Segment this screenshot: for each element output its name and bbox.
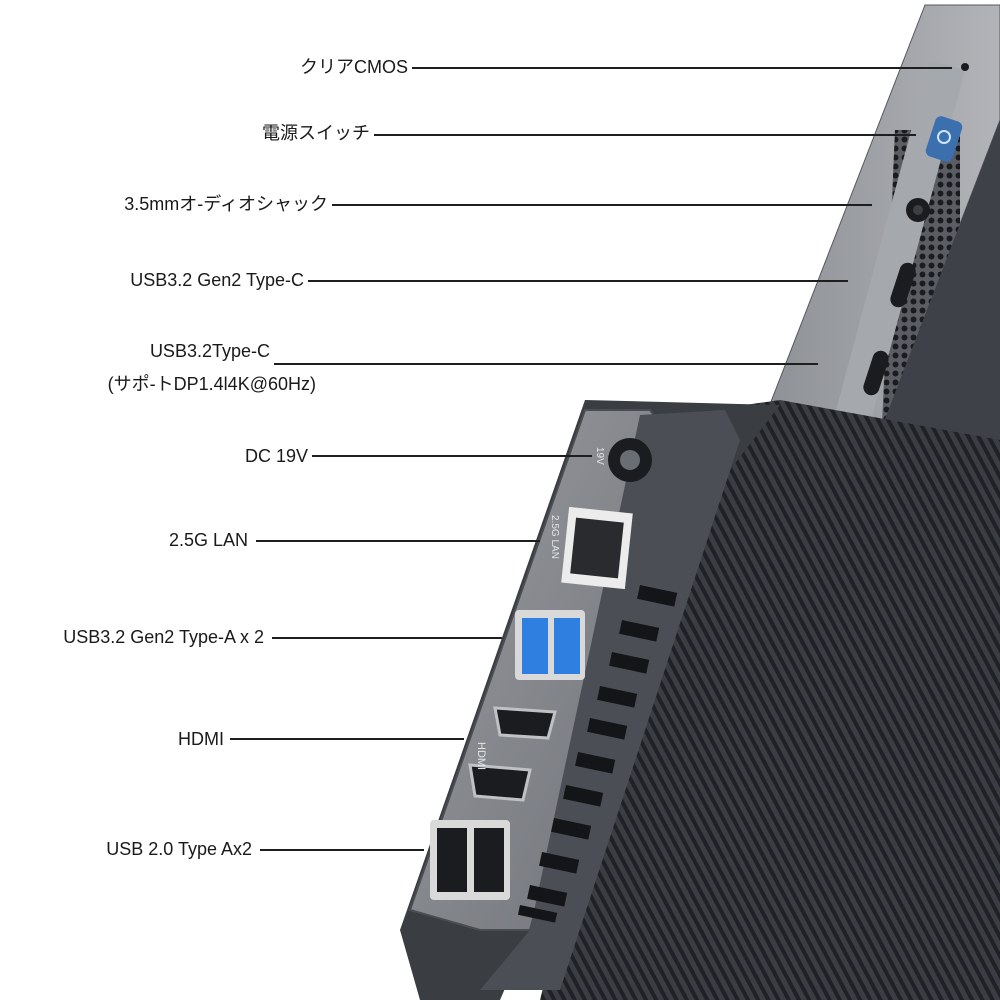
leader-power-switch (374, 134, 916, 136)
label-clear-cmos: クリアCMOS (300, 57, 408, 77)
label-usb32-typec-dp: (サポ-トDP1.4l4K@60Hz) (107, 374, 316, 394)
label-dc-19v: DC 19V (244, 446, 308, 466)
lan-marking: 2.5G LAN (549, 515, 560, 559)
clear-cmos-port (961, 63, 969, 71)
dc-19v-port (608, 438, 652, 482)
label-audio-jack: 3.5mmオ-ディオシャック (124, 194, 328, 214)
label-hdmi: HDMI (178, 729, 224, 749)
leader-dc-19v (312, 455, 592, 457)
leader-audio-jack (332, 204, 872, 206)
label-usb20-typea: USB 2.0 Type Ax2 (106, 839, 252, 859)
hdmi-ports (468, 706, 557, 802)
label-usb32-typec: USB3.2Type-C (149, 341, 270, 361)
leader-lan-25g (256, 540, 540, 542)
audio-jack-port (906, 198, 930, 222)
usb32-typec-port (863, 350, 889, 396)
hdmi-marking: HDMI (475, 742, 487, 770)
label-usb32-gen2-typec: USB3.2 Gen2 Type-C (130, 270, 304, 290)
lower-unit (400, 400, 1000, 1000)
usb32-gen2-typec-port (890, 262, 916, 308)
usb32-typea-ports (515, 610, 585, 680)
leader-clear-cmos (412, 67, 952, 69)
usb20-typea-ports (430, 820, 510, 900)
label-power-switch: 電源スイッチ (262, 123, 370, 143)
leader-usb32-typea (272, 637, 502, 639)
dc-marking: 19V (594, 447, 605, 465)
label-lan-25g: 2.5G LAN (168, 530, 248, 550)
leader-usb20-typea (260, 849, 424, 851)
leader-hdmi (230, 738, 464, 740)
leader-usb32-gen2-typec (308, 280, 848, 282)
label-usb32-typea: USB3.2 Gen2 Type-A x 2 (63, 627, 264, 647)
leader-usb32-typec (274, 363, 818, 365)
power-switch-button (925, 116, 963, 162)
lan-port (561, 506, 633, 590)
